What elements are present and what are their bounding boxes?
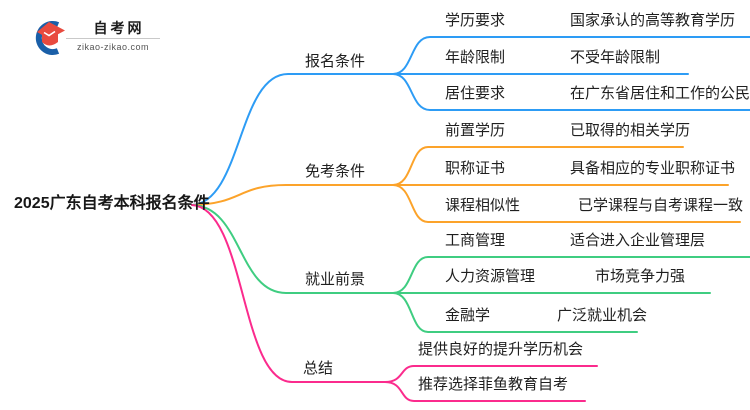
branch-2-leaf-2-value: 具备相应的专业职称证书 <box>570 160 736 177</box>
branch-2-leaf-1-line <box>392 146 684 186</box>
branch-4-label: 总结 <box>303 360 334 377</box>
branch-3-leaf-3-line <box>392 292 638 333</box>
logo-title: 自考网 <box>93 20 145 36</box>
branch-2-leaf-3-line <box>392 184 741 223</box>
branch-3-leaf-2-value: 市场竞争力强 <box>595 268 686 285</box>
branch-4-leaf-2-key: 推荐选择菲鱼教育自考 <box>418 376 569 393</box>
branch-1-leaf-1-line <box>392 36 750 75</box>
branch-3-leaf-1-line <box>392 256 750 294</box>
branch-2-leaf-1-key: 前置学历 <box>445 122 506 139</box>
root-topic: 2025广东自考本科报名条件 <box>14 195 210 212</box>
branch-3-leaf-1-value: 适合进入企业管理层 <box>570 232 706 249</box>
branch-1-trunk <box>191 73 394 206</box>
branch-2-leaf-2-key: 职称证书 <box>445 160 506 177</box>
branch-3-leaf-1-key: 工商管理 <box>445 232 506 249</box>
branch-1-leaf-2-key: 年龄限制 <box>445 49 506 66</box>
branch-1-leaf-2-value: 不受年龄限制 <box>570 49 661 66</box>
branch-3-connectors <box>191 204 750 333</box>
branch-4-connectors <box>191 204 598 402</box>
branch-3-trunk <box>191 204 394 294</box>
branch-2-trunk <box>191 184 394 206</box>
branch-2-leaf-1-value: 已取得的相关学历 <box>570 122 691 139</box>
branch-1-leaf-3-line <box>392 73 750 111</box>
branch-3-label: 就业前景 <box>305 271 366 288</box>
branch-2-label: 免考条件 <box>305 163 366 180</box>
branch-3-leaf-2-key: 人力资源管理 <box>445 268 536 285</box>
branch-4-leaf-2-line <box>384 381 586 402</box>
branch-1-leaf-3-value: 在广东省居住和工作的公民 <box>570 85 750 102</box>
branch-2-leaf-3-value: 已学课程与自考课程一致 <box>578 197 744 214</box>
branch-1-label: 报名条件 <box>305 53 366 70</box>
branch-4-trunk <box>191 204 386 383</box>
branch-3-leaf-3-key: 金融学 <box>445 307 491 324</box>
logo-domain: zikao-zikao.com <box>76 42 150 52</box>
branch-3-leaf-3-value: 广泛就业机会 <box>557 307 648 324</box>
branch-1-leaf-1-value: 国家承认的高等教育学历 <box>570 12 736 29</box>
branch-1-leaf-1-key: 学历要求 <box>445 12 506 29</box>
logo-divider <box>66 38 160 39</box>
branch-2-connectors <box>191 146 741 223</box>
branch-2-leaf-3-key: 课程相似性 <box>445 197 521 214</box>
branch-1-leaf-3-key: 居住要求 <box>445 85 506 102</box>
site-logo: 自考网 zikao-zikao.com <box>30 16 160 62</box>
branch-4-leaf-1-line <box>384 365 598 383</box>
graduation-cap-icon <box>35 21 65 55</box>
branch-4-leaf-1-key: 提供良好的提升学历机会 <box>418 341 584 358</box>
branch-1-connectors <box>191 36 750 206</box>
